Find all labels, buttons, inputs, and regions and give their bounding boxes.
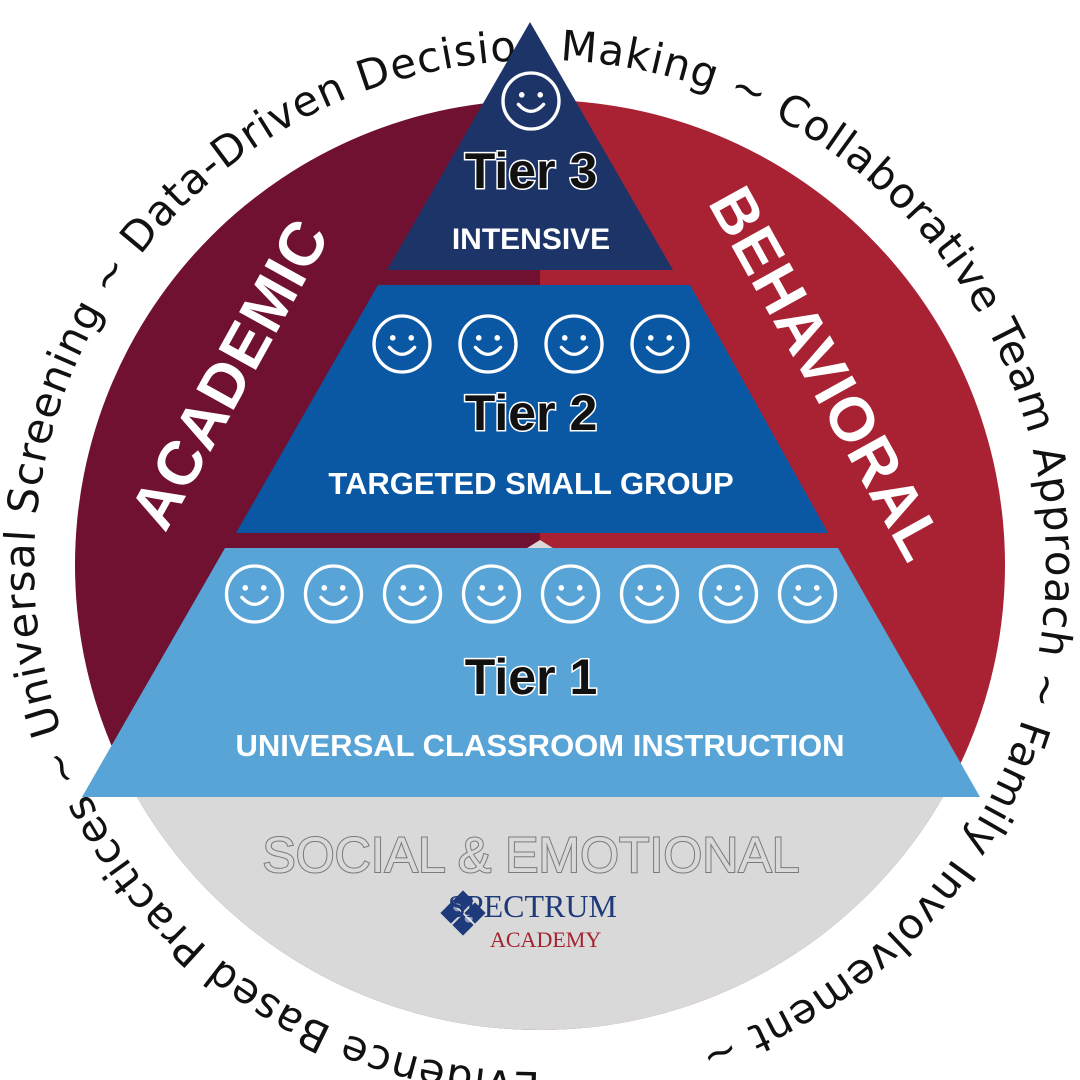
smiley-face-icon [461,564,522,624]
smiley-face-icon [303,564,364,624]
tier-2-shape [236,285,828,533]
tier-3-subtitle: INTENSIVE [452,223,610,256]
smiley-face-icon [540,564,601,624]
tier-3-faces [501,71,561,131]
smiley-face-icon [630,314,690,374]
tier-1-faces [224,564,838,624]
smiley-face-icon [619,564,680,624]
tier-1-shape [82,548,980,797]
logo-line-1: SPECTRUM [448,888,617,924]
smiley-face-icon [777,564,838,624]
tier-2-title: Tier 2 [465,385,598,441]
tier-3-shape [387,22,673,270]
tier-1-subtitle: UNIVERSAL CLASSROOM INSTRUCTION [235,728,844,763]
logo-line-2: ACADEMY [490,927,601,952]
smiley-face-icon [372,314,432,374]
tier-2-faces [372,314,690,374]
puzzle-pieces-icon [440,890,486,936]
spectrum-academy-logo: SPECTRUM ACADEMY [440,888,617,952]
tier-1-title: Tier 1 [465,649,598,705]
smiley-face-icon [544,314,604,374]
smiley-face-icon [698,564,759,624]
tier-2-subtitle: TARGETED SMALL GROUP [328,466,733,501]
smiley-face-icon [382,564,443,624]
smiley-face-icon [501,71,561,131]
smiley-face-icon [224,564,285,624]
tier-3-title: Tier 3 [465,143,598,199]
smiley-face-icon [458,314,518,374]
social-emotional-label: SOCIAL & EMOTIONAL [262,827,799,883]
